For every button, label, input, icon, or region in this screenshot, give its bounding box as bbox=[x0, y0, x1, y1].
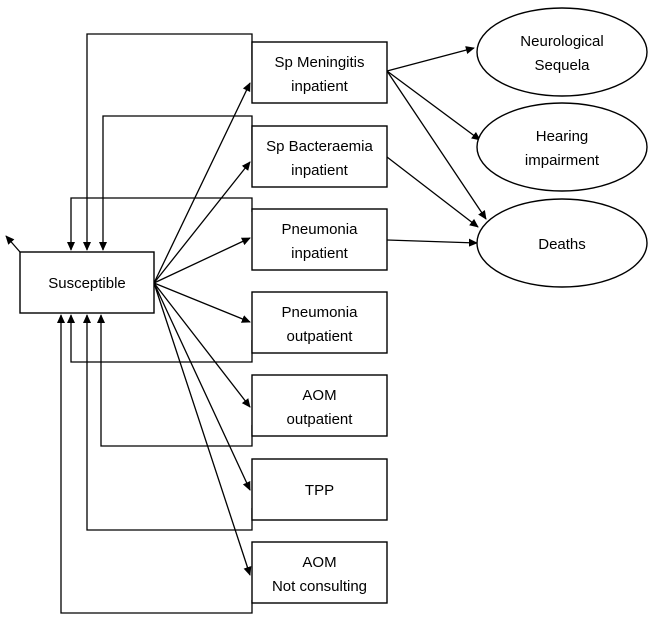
arrow-sp-meningitis-to-susceptible bbox=[82, 33, 253, 251]
arrow-susceptible-to-sp-meningitis bbox=[153, 82, 251, 284]
arrow-susceptible-to-aom-not-consulting bbox=[153, 282, 252, 576]
node-label-line-2: inpatient bbox=[291, 78, 349, 95]
node-tpp: TPP bbox=[251, 458, 388, 521]
node-label-line-2: outpatient bbox=[287, 328, 354, 345]
arrow-susceptible-to-tpp bbox=[153, 282, 251, 491]
node-label-line-1: Hearing bbox=[536, 128, 589, 145]
node-neurological-sequela: Neurological Sequela bbox=[476, 7, 648, 97]
node-label-line-2: inpatient bbox=[291, 162, 349, 179]
arrow-pneumonia-inpatient-to-deaths bbox=[386, 238, 478, 247]
node-deaths: Deaths bbox=[476, 198, 648, 288]
arrow-pneumonia-outpatient-to-susceptible bbox=[66, 314, 253, 363]
node-hearing-impairment: Hearing impairment bbox=[476, 102, 648, 192]
node-label-line-2: impairment bbox=[525, 152, 600, 169]
node-label-line-2: Sequela bbox=[534, 57, 590, 74]
node-pneumonia-outpatient: Pneumonia outpatient bbox=[251, 291, 388, 354]
node-label: Susceptible bbox=[48, 275, 126, 292]
node-susceptible: Susceptible bbox=[19, 251, 155, 314]
node-label-line-1: Pneumonia bbox=[282, 221, 359, 238]
node-label-line-2: outpatient bbox=[287, 411, 354, 428]
node-pneumonia-inpatient: Pneumonia inpatient bbox=[251, 208, 388, 271]
arrow-sp-bacteraemia-to-deaths bbox=[386, 156, 479, 228]
node-label-line-1: AOM bbox=[302, 554, 336, 571]
arrow-susceptible-to-pneumonia-inpatient bbox=[153, 237, 251, 284]
node-label-line-2: Not consulting bbox=[272, 578, 367, 595]
arrow-susceptible-to-pneumonia-outpatient bbox=[153, 282, 251, 323]
node-label-line-1: Sp Bacteraemia bbox=[266, 138, 373, 155]
node-aom-not-consulting: AOM Not consulting bbox=[251, 541, 388, 604]
arrow-tpp-to-susceptible bbox=[82, 314, 253, 531]
arrow-susceptible-to-aom-outpatient bbox=[153, 282, 251, 408]
arrow-susceptible-exit bbox=[5, 235, 21, 253]
arrow-sp-meningitis-to-hearing-impairment bbox=[386, 70, 481, 141]
arrow-pneumonia-inpatient-to-susceptible bbox=[66, 197, 253, 251]
arrow-sp-bacteraemia-to-susceptible bbox=[98, 115, 253, 251]
node-label-line-2: inpatient bbox=[291, 245, 349, 262]
node-label-line-1: Pneumonia bbox=[282, 304, 359, 321]
arrow-sp-meningitis-to-neurological-sequela bbox=[386, 46, 475, 72]
node-label-line-1: AOM bbox=[302, 387, 336, 404]
node-sp-bacteraemia: Sp Bacteraemia inpatient bbox=[251, 125, 388, 188]
arrow-aom-not-consulting-to-susceptible bbox=[56, 314, 253, 614]
node-label: Deaths bbox=[538, 236, 586, 253]
arrow-sp-meningitis-to-deaths bbox=[386, 70, 487, 220]
node-label: TPP bbox=[305, 482, 334, 499]
node-sp-meningitis: Sp Meningitis inpatient bbox=[251, 41, 388, 104]
node-aom-outpatient: AOM outpatient bbox=[251, 374, 388, 437]
edges bbox=[5, 33, 487, 614]
node-label-line-1: Sp Meningitis bbox=[274, 54, 364, 71]
node-label-line-1: Neurological bbox=[520, 33, 603, 50]
arrow-susceptible-to-sp-bacteraemia bbox=[153, 161, 251, 284]
